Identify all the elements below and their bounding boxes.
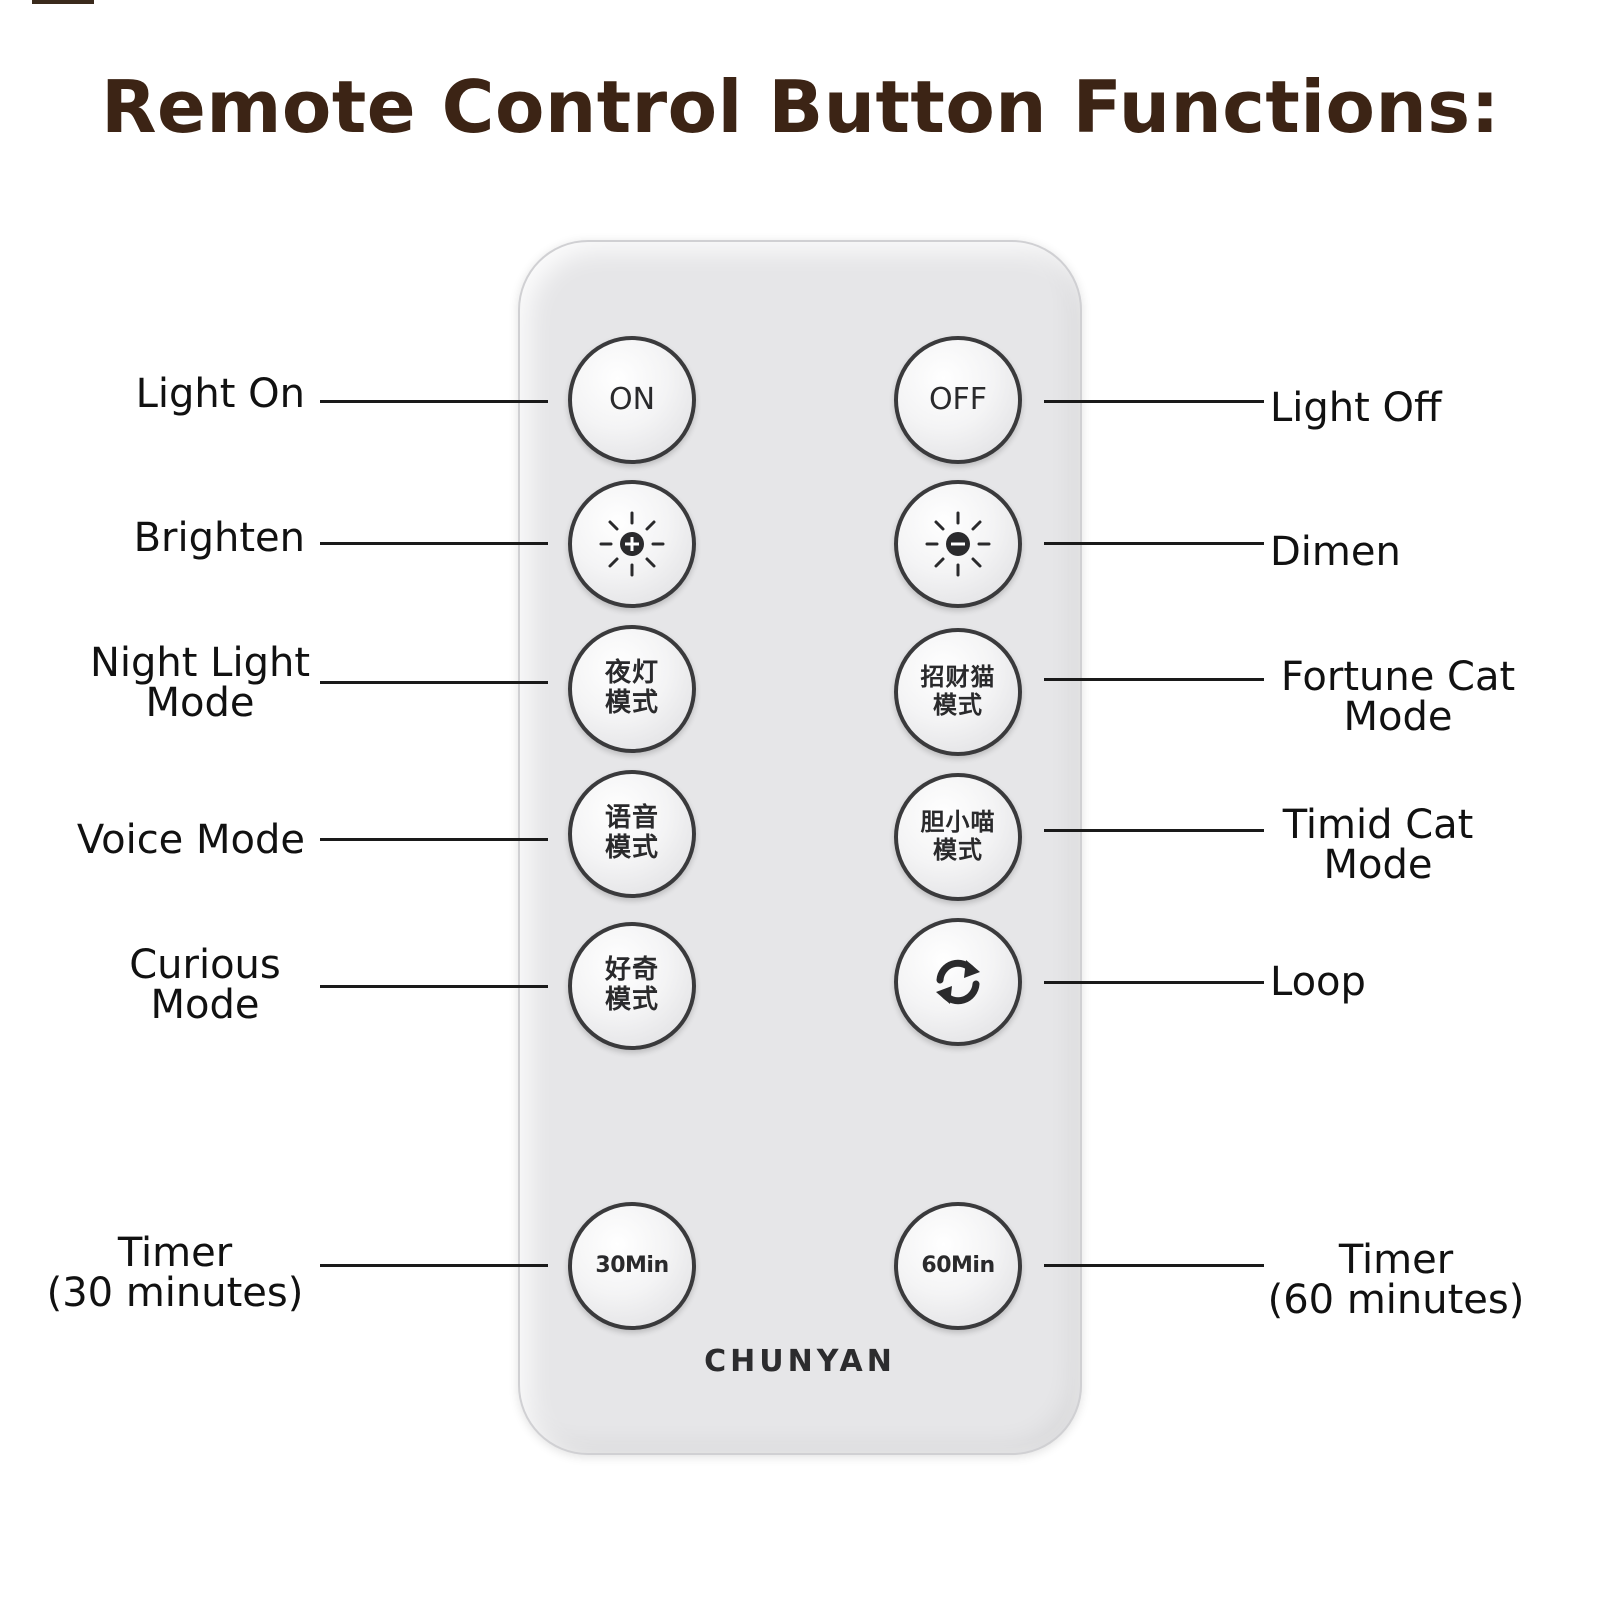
leader-night-light-mode [320, 681, 548, 684]
leader-brighten [320, 542, 548, 545]
fortune-cat-mode-button[interactable]: 招财猫 模式 [894, 628, 1022, 756]
label-loop: Loop [1270, 959, 1366, 1005]
timer-30-button[interactable]: 30Min [568, 1202, 696, 1330]
voice-mode-button[interactable]: 语音 模式 [568, 770, 696, 898]
brand-logo: CHUNYAN [704, 1344, 896, 1379]
leader-loop [1044, 981, 1264, 984]
label-dimen: Dimen [1270, 529, 1401, 575]
curious-mode-button[interactable]: 好奇 模式 [568, 922, 696, 1050]
brighten-button[interactable] [568, 480, 696, 608]
brightness-down-icon [925, 511, 991, 577]
timer-60-button[interactable]: 60Min [894, 1202, 1022, 1330]
timer-30-button-label: 30Min [595, 1253, 669, 1279]
off-button[interactable]: OFF [894, 336, 1022, 464]
brightness-up-icon [599, 511, 665, 577]
leader-timer-60 [1044, 1264, 1264, 1267]
leader-timer-30 [320, 1264, 548, 1267]
off-button-label: OFF [928, 381, 988, 417]
leader-timid-cat-mode [1044, 829, 1264, 832]
dimen-button[interactable] [894, 480, 1022, 608]
timid-cat-mode-button-label: 胆小喵 模式 [920, 808, 996, 864]
on-button[interactable]: ON [568, 336, 696, 464]
leader-fortune-cat-mode [1044, 678, 1264, 681]
voice-mode-button-label: 语音 模式 [604, 803, 659, 863]
label-light-on: Light On [135, 371, 305, 417]
loop-button[interactable] [894, 918, 1022, 1046]
leader-curious-mode [320, 985, 548, 988]
label-timer-30: Timer (30 minutes) [46, 1230, 304, 1316]
remote-control: ON OFF 夜灯 模 [518, 240, 1082, 1455]
on-button-label: ON [608, 381, 656, 417]
label-light-off: Light Off [1270, 385, 1442, 431]
label-timer-60: Timer (60 minutes) [1267, 1237, 1525, 1323]
fortune-cat-mode-button-label: 招财猫 模式 [920, 663, 996, 719]
leader-light-off [1044, 400, 1264, 403]
label-voice-mode: Voice Mode [76, 817, 305, 863]
night-light-mode-button-label: 夜灯 模式 [604, 658, 659, 718]
leader-voice-mode [320, 838, 548, 841]
curious-mode-button-label: 好奇 模式 [604, 955, 659, 1015]
leader-light-on [320, 400, 548, 403]
label-timid-cat-mode: Timid Cat Mode [1282, 802, 1474, 888]
leader-dimen [1044, 542, 1264, 545]
page-title: Remote Control Button Functions: [101, 65, 1500, 149]
loop-icon [936, 959, 980, 1005]
timer-60-button-label: 60Min [921, 1253, 995, 1279]
label-fortune-cat-mode: Fortune Cat Mode [1280, 654, 1516, 740]
timid-cat-mode-button[interactable]: 胆小喵 模式 [894, 773, 1022, 901]
corner-mark [32, 0, 94, 4]
label-brighten: Brighten [133, 515, 305, 561]
night-light-mode-button[interactable]: 夜灯 模式 [568, 625, 696, 753]
label-curious-mode: Curious Mode [129, 942, 281, 1028]
label-night-light-mode: Night Light Mode [90, 640, 310, 726]
